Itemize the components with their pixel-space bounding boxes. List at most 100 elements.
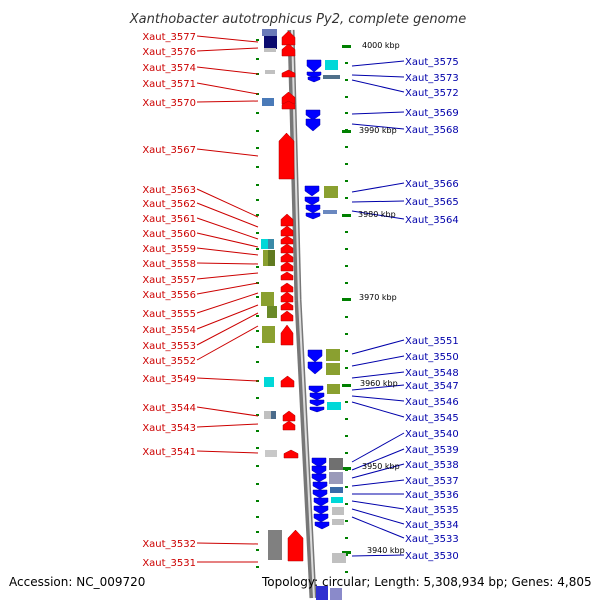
forward-gene-arrow: [282, 410, 296, 422]
tick-mark: [345, 180, 348, 182]
leader-line: [196, 542, 259, 545]
kbp-tick: [342, 467, 351, 470]
leader-line: [351, 74, 405, 78]
reverse-gene-arrow: [312, 489, 328, 499]
kbp-label: 3970 kbp: [359, 293, 397, 302]
forward-gene-arrow: [280, 225, 294, 237]
leader-line: [196, 450, 259, 454]
tick-mark: [345, 248, 348, 250]
tick-mark: [256, 199, 259, 201]
domain-box: [264, 48, 276, 52]
tick-mark: [345, 163, 348, 165]
reverse-gene-arrow: [307, 76, 321, 83]
right-gene-label: Xaut_3538: [405, 460, 459, 471]
leader-line: [196, 304, 259, 330]
tick-mark: [256, 361, 259, 363]
leader-line: [196, 188, 259, 218]
forward-gene-arrow: [281, 100, 296, 110]
tick-mark: [256, 130, 259, 132]
leader-line: [196, 66, 259, 75]
tick-mark: [345, 452, 348, 454]
leader-line: [196, 262, 259, 265]
domain-box: [264, 377, 274, 387]
leader-line: [196, 325, 259, 361]
leader-line: [196, 202, 259, 228]
right-gene-label: Xaut_3566: [405, 179, 459, 190]
domain-box: [268, 530, 282, 560]
forward-gene-arrow: [282, 420, 296, 431]
leader-line: [351, 554, 405, 557]
reverse-gene-arrow: [309, 399, 325, 407]
leader-line: [196, 272, 259, 280]
tick-mark: [256, 500, 259, 502]
domain-box: [316, 586, 328, 600]
tick-mark: [256, 58, 259, 60]
left-gene-label: Xaut_3558: [142, 259, 196, 270]
leader-line: [351, 79, 405, 93]
domain-box: [261, 239, 268, 249]
reverse-gene-arrow: [305, 212, 321, 220]
left-gene-label: Xaut_3576: [142, 47, 196, 58]
forward-gene-arrow: [280, 235, 294, 245]
kbp-label: 3940 kbp: [367, 546, 405, 555]
tick-mark: [256, 531, 259, 533]
leader-line: [351, 210, 405, 220]
domain-box: [262, 98, 274, 106]
reverse-gene-arrow: [307, 361, 323, 375]
forward-gene-arrow: [280, 252, 294, 263]
left-gene-label: Xaut_3577: [142, 32, 196, 43]
leader-line: [351, 432, 405, 463]
tick-mark: [345, 486, 348, 488]
domain-box: [324, 186, 338, 198]
tick-mark: [256, 430, 259, 432]
forward-gene-arrow: [280, 271, 294, 281]
right-gene-label: Xaut_3546: [405, 397, 459, 408]
right-gene-label: Xaut_3565: [405, 197, 459, 208]
tick-mark: [256, 483, 259, 485]
leader-line: [351, 123, 405, 130]
left-gene-label: Xaut_3541: [142, 447, 196, 458]
tick-mark: [345, 265, 348, 267]
left-gene-label: Xaut_3559: [142, 244, 196, 255]
right-gene-label: Xaut_3548: [405, 368, 459, 379]
right-gene-label: Xaut_3550: [405, 352, 459, 363]
tick-mark: [256, 184, 259, 186]
domain-box: [265, 450, 277, 457]
leader-line: [196, 35, 259, 43]
domain-box: [268, 239, 274, 249]
right-gene-label: Xaut_3530: [405, 551, 459, 562]
kbp-tick: [342, 551, 351, 554]
domain-box: [327, 402, 341, 410]
forward-gene-arrow: [287, 529, 304, 562]
reverse-gene-arrow: [308, 385, 324, 394]
kbp-label: 3980 kbp: [358, 210, 396, 219]
reverse-gene-arrow: [313, 497, 329, 507]
domain-box: [262, 29, 277, 36]
right-gene-label: Xaut_3572: [405, 88, 459, 99]
reverse-gene-arrow: [304, 196, 320, 206]
domain-box: [326, 349, 340, 361]
kbp-tick: [342, 298, 351, 301]
tick-mark: [345, 197, 348, 199]
left-gene-label: Xaut_3531: [142, 558, 196, 569]
reverse-gene-arrow: [309, 406, 325, 413]
kbp-tick: [342, 384, 351, 387]
domain-box: [330, 588, 342, 600]
reverse-gene-arrow: [313, 513, 329, 523]
map-title: Xanthobacter autotrophicus Py2, complete…: [129, 12, 466, 27]
right-gene-label: Xaut_3533: [405, 534, 459, 545]
tick-mark: [345, 520, 348, 522]
leader-line: [351, 355, 405, 367]
domain-box: [326, 363, 340, 375]
gene-labels: Xaut_3577Xaut_3576Xaut_3574Xaut_3571Xaut…: [142, 32, 458, 569]
left-gene-label: Xaut_3557: [142, 275, 196, 286]
left-gene-label: Xaut_3543: [142, 423, 196, 434]
forward-gene-arrow: [280, 301, 294, 311]
forward-gene-arrow: [280, 282, 294, 293]
reverse-gene-arrow: [309, 392, 325, 401]
kbp-tick: [342, 130, 351, 133]
tick-mark: [256, 315, 259, 317]
tick-mark: [345, 503, 348, 505]
forward-gene-arrow: [280, 291, 294, 303]
